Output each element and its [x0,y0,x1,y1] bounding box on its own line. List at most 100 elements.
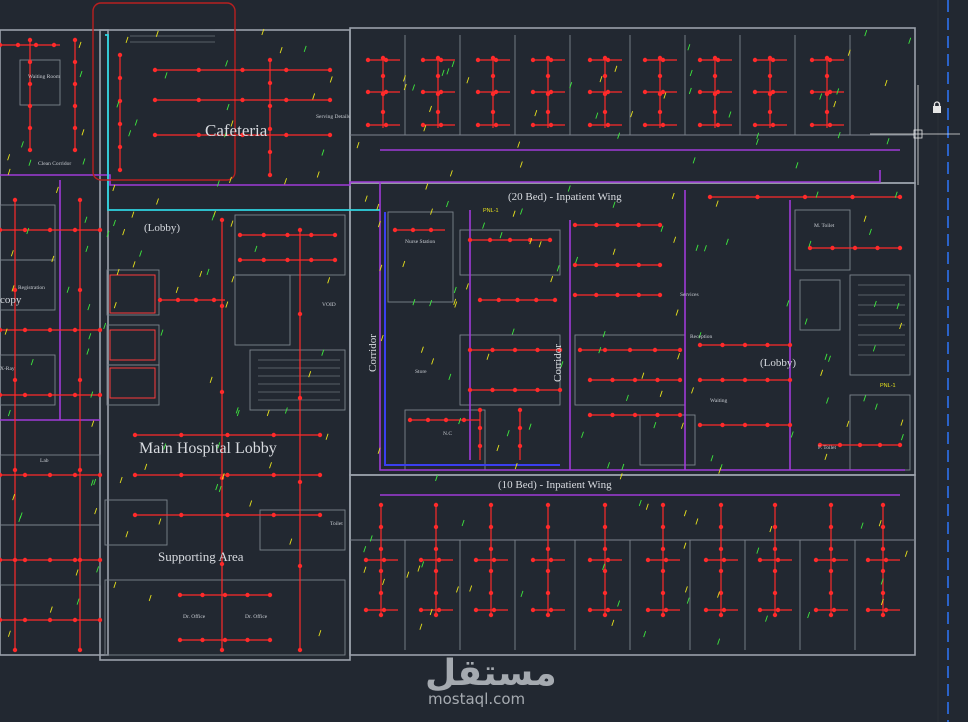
light-fixture [378,502,384,508]
light-fixture [850,194,855,200]
light-fixture [77,467,83,473]
light-fixture [285,232,290,238]
annotation-tick [211,214,215,221]
light-fixture [0,557,3,563]
light-fixture [392,227,398,233]
light-fixture [610,412,615,418]
light-fixture [267,172,273,178]
annotation-tick [863,215,867,222]
annotation-tick [316,171,320,178]
light-fixture [267,592,273,598]
annotation-tick [12,493,16,501]
light-fixture [718,568,724,574]
room-label-dr-office-2: Dr. Office [245,613,268,620]
light-fixture [77,647,83,653]
light-fixture [22,617,28,623]
light-fixture [602,612,608,618]
light-fixture [602,73,608,79]
annotation-tick [715,200,719,207]
light-fixture [22,472,28,478]
light-fixture [332,257,338,263]
light-fixture [475,122,481,128]
light-fixture [72,227,78,233]
annotation-tick [847,49,851,56]
annotation-tick [683,510,687,517]
annotation-tick [630,111,634,118]
light-fixture [677,412,683,418]
light-fixture [660,546,666,552]
light-fixture [660,568,666,574]
light-fixture [809,89,815,95]
annotation-tick [88,333,92,340]
light-fixture [33,42,39,48]
light-fixture [297,647,303,653]
light-fixture [97,557,103,563]
annotation-tick [512,210,516,217]
room-label-dr-office-1: Dr. Office [183,613,206,620]
annotation-tick [904,550,908,557]
annotation-tick [79,70,83,78]
light-fixture [587,377,593,383]
annotation-tick [134,119,138,126]
light-fixture [813,557,819,563]
light-fixture [22,557,28,563]
annotation-tick [106,230,110,237]
annotation-tick [456,586,459,593]
annotation-tick [728,111,732,118]
room-label-corridor-2: Corridor [552,344,564,382]
annotation-tick [131,211,135,218]
light-fixture [548,557,554,563]
light-fixture [602,502,608,508]
annotation-tick [163,443,167,450]
light-fixture [438,122,444,128]
light-fixture [12,197,18,203]
light-fixture [72,103,78,109]
light-fixture [271,512,276,518]
light-fixture [12,467,18,473]
annotation-tick [453,298,457,306]
room-label-lab: Lab [40,458,49,464]
annotation-tick [556,265,560,272]
light-fixture [831,557,837,563]
light-fixture [767,73,773,79]
annotation-tick [308,371,312,378]
annotation-tick [199,270,203,278]
annotation-tick [769,525,773,533]
light-fixture [636,292,641,298]
lock-icon[interactable] [933,101,941,113]
light-fixture [605,557,611,563]
light-fixture [660,57,666,63]
annotation-tick [430,208,433,215]
light-fixture [755,194,760,200]
annotation-tick [226,103,230,111]
annotation-tick [90,391,94,398]
annotation-tick [900,434,904,441]
light-fixture [883,607,889,613]
annotation-tick [156,198,159,205]
light-fixture [175,297,181,303]
annotation-tick [206,268,210,276]
annotation-tick [466,77,470,84]
light-fixture [545,590,551,596]
light-fixture [827,89,833,95]
annotation-tick [7,630,11,637]
light-fixture [655,412,660,418]
annotation-tick [382,578,385,586]
light-fixture [77,197,83,203]
light-fixture [47,327,53,333]
annotation-tick [607,462,610,469]
annotation-tick [82,158,86,165]
watermark-latin: mostaql.com [428,690,525,708]
light-fixture [720,422,725,428]
light-fixture [219,217,225,223]
light-fixture [225,472,230,478]
annotation-tick [269,462,272,469]
annotation-tick [379,264,383,271]
annotation-tick [75,569,79,576]
annotation-tick [7,154,11,161]
light-fixture [117,75,123,81]
annotation-tick [528,423,532,430]
light-fixture [605,89,611,95]
light-fixture [765,377,770,383]
annotation-tick [833,100,837,108]
